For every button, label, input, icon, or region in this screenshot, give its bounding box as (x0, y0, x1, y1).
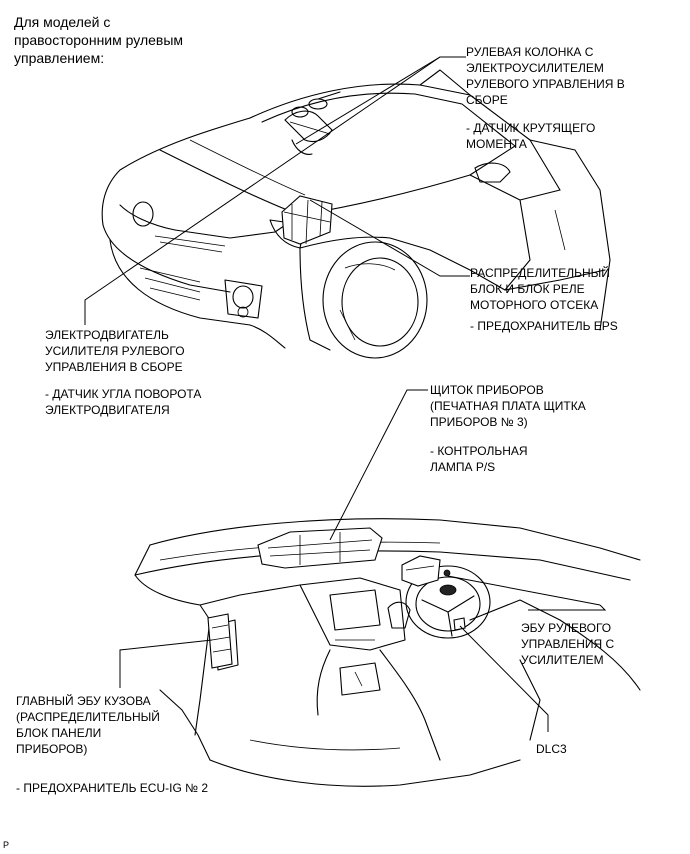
eps-ecu-label: ЭБУ РУЛЕВОГО УПРАВЛЕНИЯ С УСИЛИТЕЛЕМ (521, 621, 615, 667)
instrument-cluster-label: ЩИТОК ПРИБОРОВ (ПЕЧАТНАЯ ПЛАТА ЩИТКА ПРИ… (430, 383, 586, 429)
dlc3-label: DLC3 (536, 742, 567, 756)
eps-fuse-label: - ПРЕДОХРАНИТЕЛЬ EPS (470, 319, 618, 333)
main-body-ecu-label: ГЛАВНЫЙ ЭБУ КУЗОВА (РАСПРЕДЕЛИТЕЛЬНЫЙ БЛ… (16, 694, 160, 756)
motor-angle-sensor-label: - ДАТЧИК УГЛА ПОВОРОТА ЭЛЕКТРОДВИГАТЕЛЯ (45, 387, 202, 417)
steering-column-label: РУЛЕВАЯ КОЛОНКА С ЭЛЕКТРОУСИЛИТЕЛЕМ РУЛЕ… (466, 45, 625, 107)
leader-lines (84, 56, 607, 732)
ps-warning-lamp-label: - КОНТРОЛЬНАЯ ЛАМПА P/S (430, 444, 528, 474)
relay-block-label: РАСПРЕДЕЛИТЕЛЬНЫЙ БЛОК И БЛОК РЕЛЕ МОТОР… (470, 266, 610, 312)
leader-motor (84, 56, 466, 325)
figure-code: P (3, 840, 10, 850)
leader-dlc3 (459, 625, 549, 732)
dashboard-illustration (134, 518, 641, 787)
leader-cluster (329, 389, 428, 541)
leader-relay-block (309, 199, 470, 277)
leader-body-ecu (119, 639, 213, 688)
eps-motor-label: ЭЛЕКТРОДВИГАТЕЛЬ УСИЛИТЕЛЯ РУЛЕВОГО УПРА… (45, 328, 185, 374)
leader-eps-ecu (447, 575, 607, 611)
car-illustration (101, 69, 611, 359)
torque-sensor-label: - ДАТЧИК КРУТЯЩЕГО МОМЕНТА (466, 121, 596, 151)
rhd-model-note: Для моделей с правосторонним рулевым упр… (14, 14, 184, 66)
ecu-ig-fuse-label: - ПРЕДОХРАНИТЕЛЬ ECU-IG № 2 (16, 781, 209, 795)
